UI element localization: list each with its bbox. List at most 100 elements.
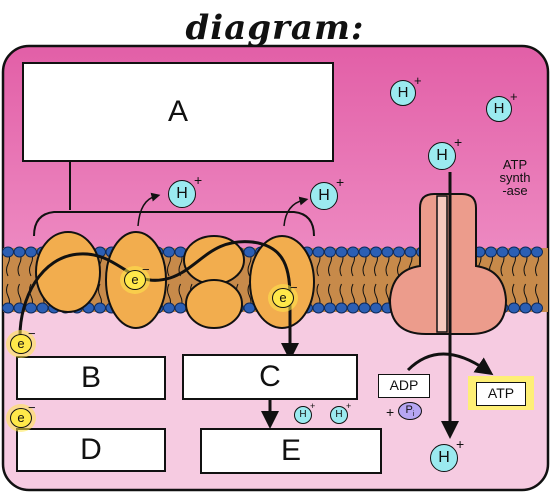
adp-box: ADP bbox=[378, 374, 430, 398]
electron-charge: − bbox=[142, 262, 150, 277]
complex-iv bbox=[249, 235, 315, 329]
proton-charge: + bbox=[454, 134, 463, 150]
proton-charge: + bbox=[194, 172, 203, 188]
proton-charge: + bbox=[510, 89, 518, 104]
phospholipid-head bbox=[370, 302, 382, 314]
proton-letter: H bbox=[310, 182, 338, 210]
phospholipid-head bbox=[358, 246, 371, 258]
phospholipid-head bbox=[94, 302, 106, 314]
box-d[interactable]: D bbox=[16, 428, 166, 472]
proton-letter: H bbox=[428, 142, 456, 170]
electron-letter: e bbox=[10, 334, 32, 354]
adp-label: ADP bbox=[389, 377, 419, 393]
phospholipid-head bbox=[508, 246, 520, 258]
phospholipid-head bbox=[2, 246, 14, 258]
box-a[interactable]: A bbox=[22, 62, 334, 162]
box-b-label: B bbox=[80, 361, 101, 394]
phospholipid-head bbox=[531, 302, 543, 314]
proton-charge: + bbox=[456, 436, 465, 452]
box-d-label: D bbox=[80, 433, 102, 466]
phosphate-icon: Pi bbox=[398, 402, 422, 420]
box-e[interactable]: E bbox=[200, 428, 382, 474]
phospholipid-head bbox=[335, 302, 348, 314]
phospholipid-head bbox=[25, 302, 37, 314]
phosphate-subscript: i bbox=[412, 411, 415, 419]
proton-ion-2: H+ bbox=[486, 89, 520, 122]
proton-letter: H bbox=[330, 406, 348, 424]
box-a-label: A bbox=[167, 95, 188, 128]
phospholipid-head bbox=[347, 302, 359, 314]
proton-ion-1: H+ bbox=[390, 73, 424, 106]
proton-ion-7: H+ bbox=[294, 401, 320, 424]
phospholipid-head bbox=[381, 246, 394, 258]
atp-synthase bbox=[388, 193, 508, 335]
phospholipid-head bbox=[324, 302, 336, 314]
page-title: diagram: bbox=[185, 8, 365, 48]
phospholipid-head bbox=[312, 246, 325, 258]
proton-ion-8: H+ bbox=[330, 401, 356, 424]
box-e-label: E bbox=[280, 434, 301, 467]
box-b[interactable]: B bbox=[16, 356, 166, 400]
phospholipid-head bbox=[508, 302, 520, 314]
phospholipid-head bbox=[358, 302, 371, 314]
phospholipid-head bbox=[393, 246, 405, 258]
proton-ion-3: H+ bbox=[428, 134, 464, 170]
phospholipid-head bbox=[163, 302, 175, 314]
proton-charge: + bbox=[414, 73, 422, 88]
atp-synthase-body bbox=[388, 193, 508, 335]
proton-ion-6: H+ bbox=[430, 436, 466, 472]
proton-ion-5: H+ bbox=[310, 174, 346, 210]
electron-charge: − bbox=[28, 326, 36, 341]
proton-letter: H bbox=[430, 444, 458, 472]
electron-4: e− bbox=[8, 400, 38, 430]
proton-ion-4: H+ bbox=[168, 172, 204, 208]
electron-letter: e bbox=[124, 270, 146, 290]
atp-synthase-label-line3: -ase bbox=[502, 183, 528, 198]
pump-arrow-1 bbox=[137, 192, 161, 227]
proton-channel bbox=[436, 195, 448, 333]
phospholipid-head bbox=[335, 246, 348, 258]
electron-charge: − bbox=[290, 280, 298, 295]
electron-charge: − bbox=[28, 400, 36, 415]
phospholipid-head bbox=[13, 246, 26, 258]
electron-1: e− bbox=[122, 262, 152, 292]
atp-label: ATP bbox=[487, 385, 515, 401]
complex-iii-bottom bbox=[185, 279, 243, 329]
proton-letter: H bbox=[390, 80, 416, 106]
phospholipid-head bbox=[324, 246, 336, 258]
proton-charge: + bbox=[336, 174, 345, 190]
plus-sign: + bbox=[386, 404, 395, 420]
phospholipid-head bbox=[36, 302, 49, 314]
proton-letter: H bbox=[168, 180, 196, 208]
phospholipid-head bbox=[243, 246, 256, 258]
proton-letter: H bbox=[294, 406, 312, 424]
phospholipid-head bbox=[531, 246, 543, 258]
phospholipid-head bbox=[312, 302, 325, 314]
atp-box: ATP bbox=[476, 382, 526, 406]
phospholipid-head bbox=[496, 246, 509, 258]
electron-path-arrow bbox=[18, 240, 299, 361]
box-c[interactable]: C bbox=[182, 354, 358, 400]
phospholipid-head bbox=[370, 246, 382, 258]
electron-letter: e bbox=[272, 288, 294, 308]
atp-synthase-label: ATP synth -ase bbox=[482, 158, 548, 197]
phospholipid-head bbox=[347, 246, 359, 258]
atp-synthase-label-line1: ATP bbox=[502, 157, 528, 172]
phosphorylation-arrow bbox=[406, 352, 494, 376]
phospholipid-head bbox=[163, 246, 175, 258]
proton-charge: + bbox=[310, 401, 316, 411]
electron-transport-proteins bbox=[35, 231, 315, 329]
phospholipid-head bbox=[404, 246, 417, 258]
box-a-bracket bbox=[33, 162, 315, 237]
phospholipid-head bbox=[519, 246, 532, 258]
proton-charge: + bbox=[346, 401, 352, 411]
pump-arrow-2 bbox=[283, 196, 309, 227]
phosphate-label: P bbox=[405, 404, 413, 416]
phospholipid-head bbox=[519, 302, 532, 314]
proton-letter: H bbox=[486, 96, 512, 122]
phospholipid-head bbox=[25, 246, 37, 258]
phospholipid-head bbox=[174, 302, 187, 314]
phospholipid-head bbox=[2, 302, 14, 314]
electron-letter: e bbox=[10, 408, 32, 428]
